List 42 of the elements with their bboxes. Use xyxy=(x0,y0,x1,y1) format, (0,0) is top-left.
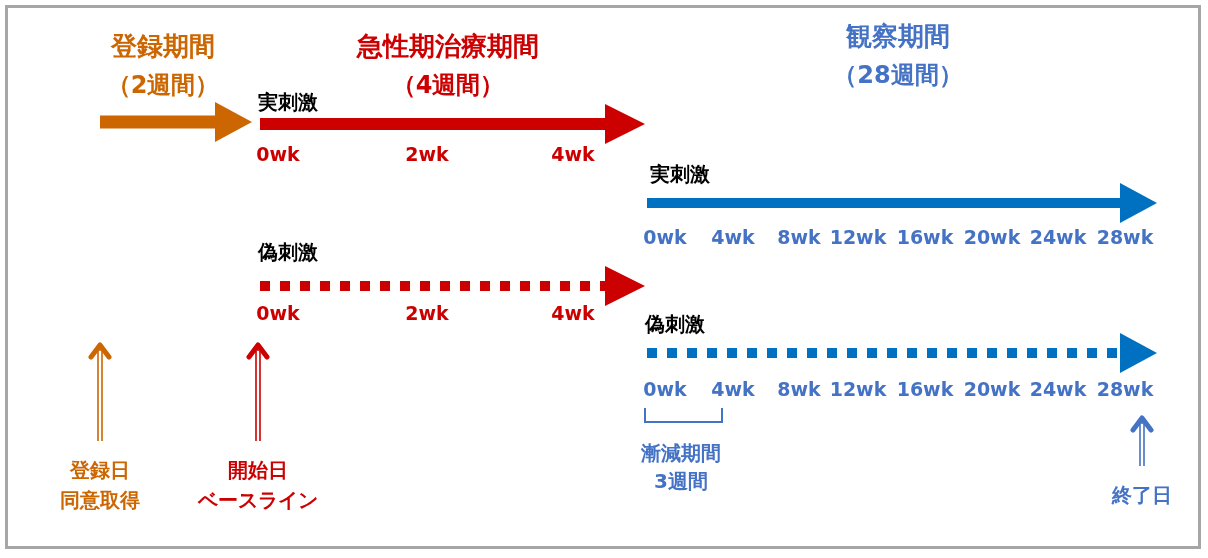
week-tick-label: 0wk xyxy=(256,302,300,326)
week-tick-label: 4wk xyxy=(711,378,755,402)
period-duration: （2週間） xyxy=(106,70,220,100)
week-tick-label: 0wk xyxy=(643,226,687,250)
week-tick-label: 12wk xyxy=(829,226,887,250)
week-tick-label: 24wk xyxy=(1029,378,1087,402)
event-label: ベースライン xyxy=(198,487,318,514)
week-tick-label: 2wk xyxy=(405,143,449,167)
period-title: 急性期治療期間 xyxy=(357,30,539,63)
event-label: 同意取得 xyxy=(60,487,140,514)
week-tick-label: 2wk xyxy=(405,302,449,326)
week-tick-label: 20wk xyxy=(963,226,1021,250)
week-tick-label: 16wk xyxy=(896,226,954,250)
double-line-arrow xyxy=(246,342,270,442)
event-label: 登録日 xyxy=(70,457,130,484)
event-label: 開始日 xyxy=(228,457,288,484)
week-tick-label: 4wk xyxy=(551,302,595,326)
arm-label: 実刺激 xyxy=(258,90,318,115)
week-tick-label: 12wk xyxy=(829,378,887,402)
week-tick-label: 16wk xyxy=(896,378,954,402)
week-tick-label: 0wk xyxy=(256,143,300,167)
arm-label: 偽刺激 xyxy=(258,240,318,265)
period-duration: （28週間） xyxy=(833,60,963,90)
arm-label: 実刺激 xyxy=(650,162,710,187)
double-line-arrow xyxy=(1130,415,1154,467)
week-tick-label: 24wk xyxy=(1029,226,1087,250)
week-tick-label: 28wk xyxy=(1096,378,1154,402)
week-tick-label: 28wk xyxy=(1096,226,1154,250)
double-line-arrow xyxy=(88,342,112,442)
taper-duration-label: 3週間 xyxy=(654,469,708,494)
week-tick-label: 8wk xyxy=(777,226,821,250)
period-title: 観察期間 xyxy=(846,20,950,53)
taper-period-label: 漸減期間 xyxy=(641,441,721,466)
event-label: 終了日 xyxy=(1112,482,1172,509)
arm-label: 偽刺激 xyxy=(645,312,705,337)
week-tick-label: 8wk xyxy=(777,378,821,402)
period-duration: （4週間） xyxy=(391,70,505,100)
week-tick-label: 0wk xyxy=(643,378,687,402)
week-tick-label: 4wk xyxy=(551,143,595,167)
week-tick-label: 4wk xyxy=(711,226,755,250)
period-title: 登録期間 xyxy=(111,30,215,63)
week-tick-label: 20wk xyxy=(963,378,1021,402)
